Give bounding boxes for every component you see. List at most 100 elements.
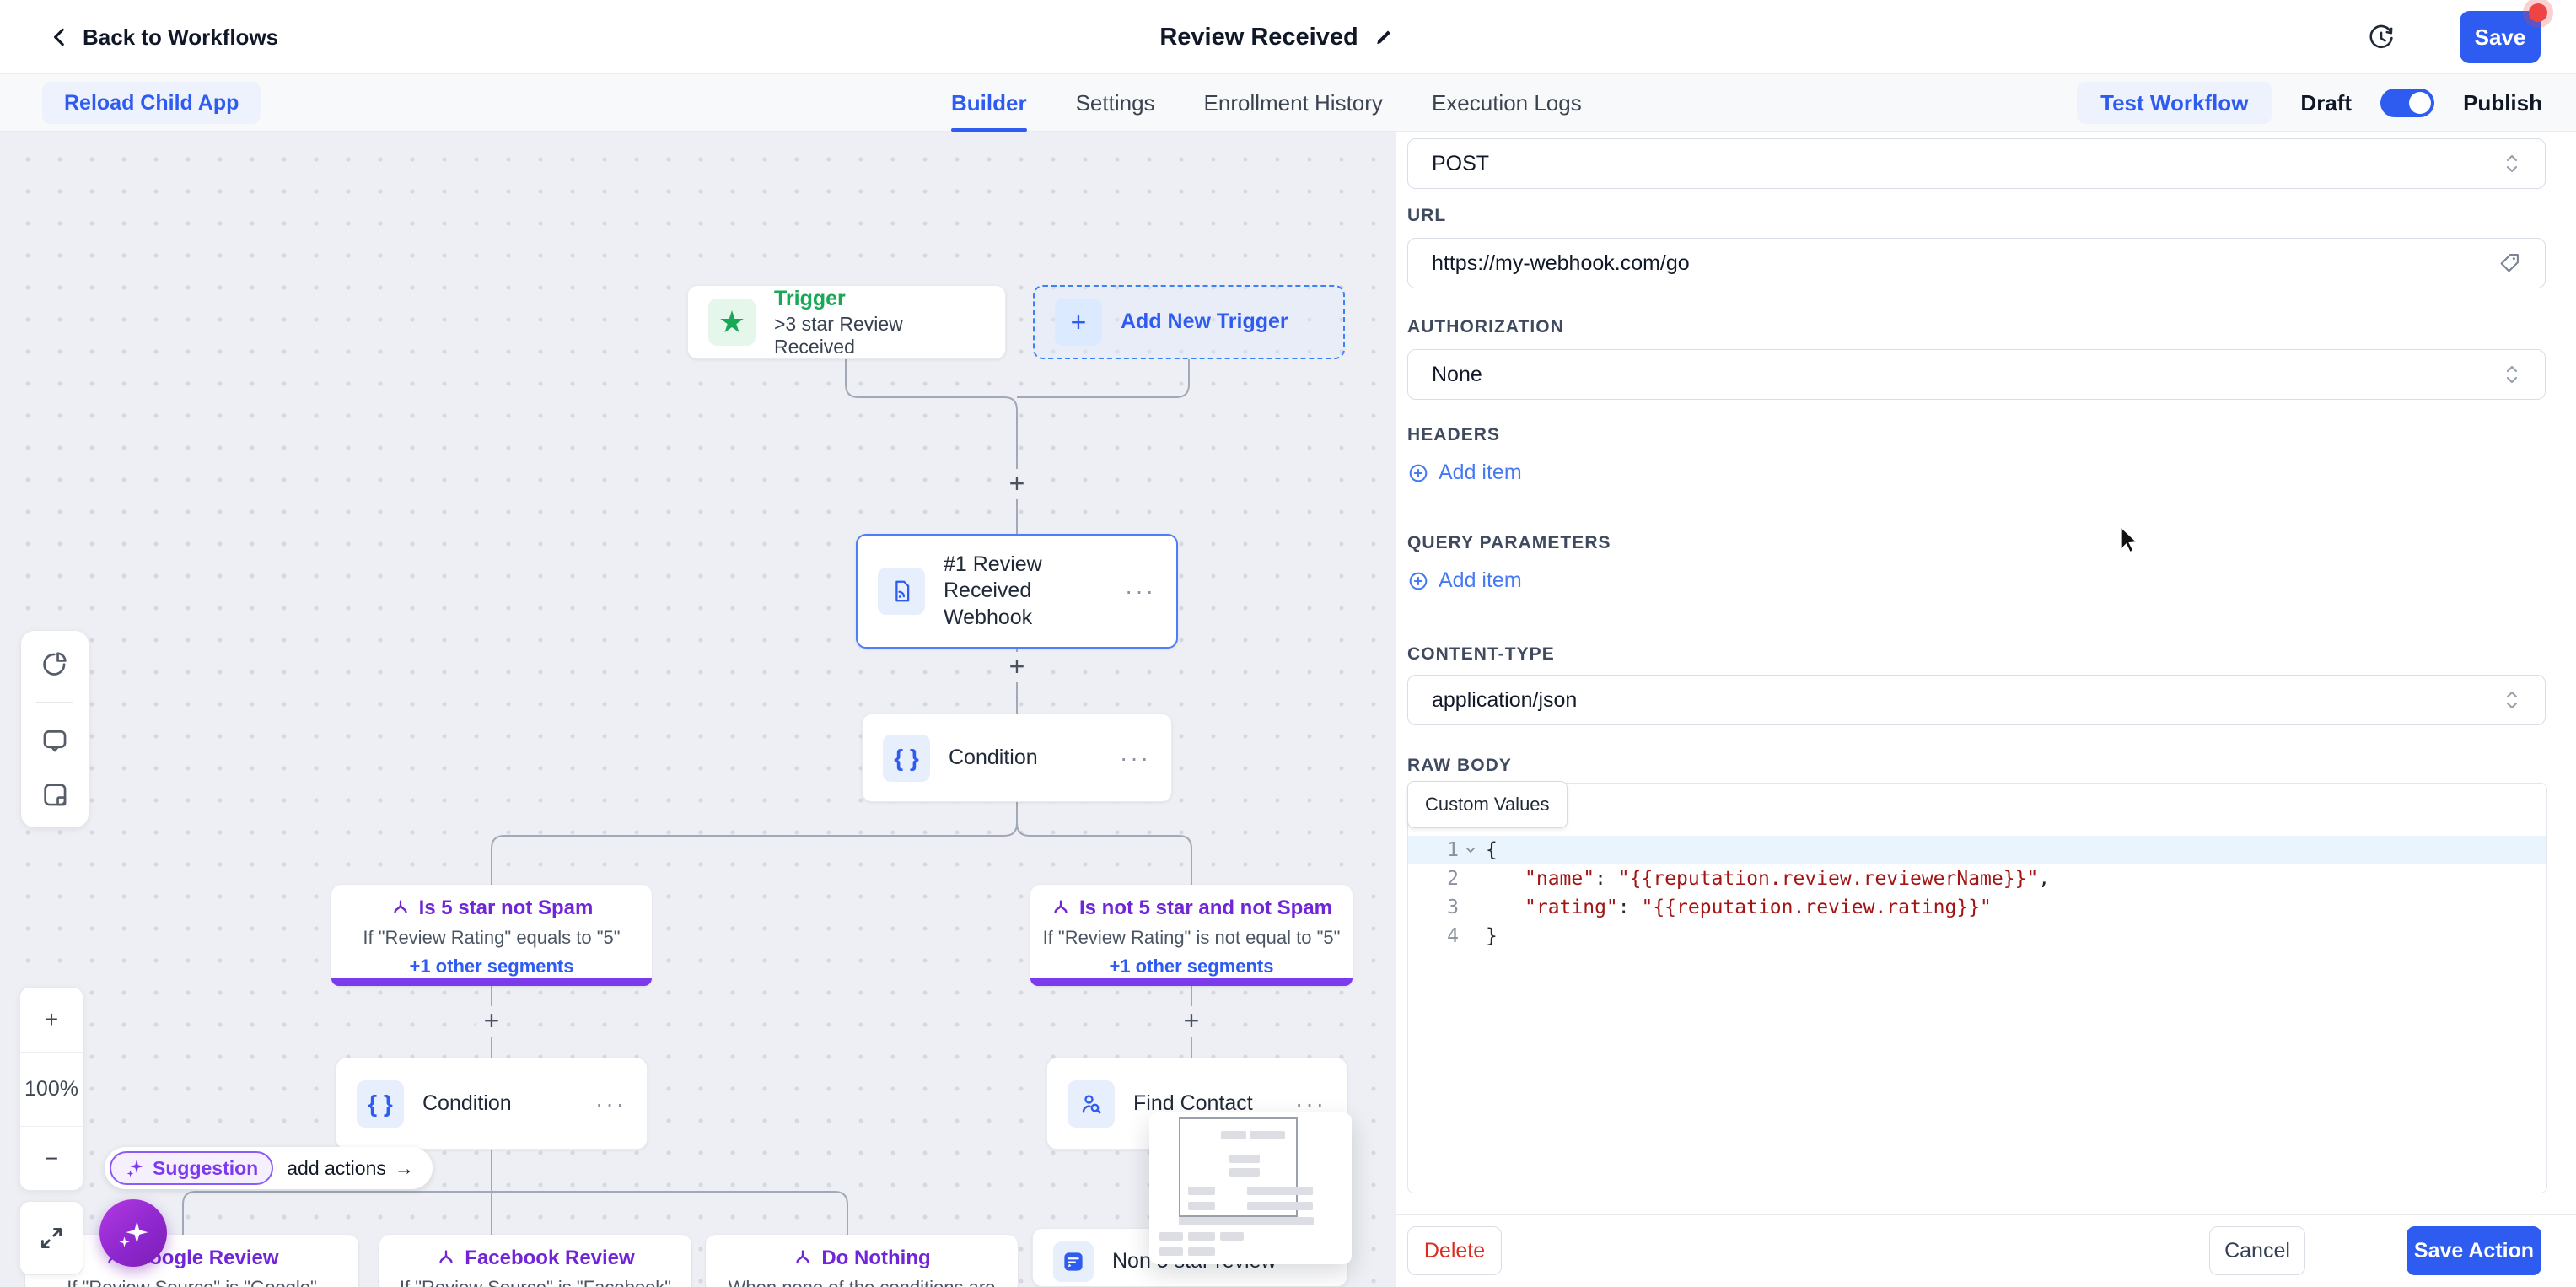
- branch-is-5-star[interactable]: Is 5 star not Spam If "Review Rating" eq…: [331, 885, 652, 986]
- node-title: #1 Review Received Webhook: [944, 552, 1042, 629]
- add-new-trigger-button[interactable]: + Add New Trigger: [1033, 285, 1345, 359]
- other-segments-link[interactable]: +1 other segments: [409, 956, 574, 977]
- query-add-item-button[interactable]: Add item: [1407, 568, 1522, 593]
- workflow-canvas[interactable]: + + + + ★ Trigger >3 star Review Receive…: [0, 132, 1396, 1287]
- tab-settings[interactable]: Settings: [1075, 89, 1155, 116]
- builder-tabs: Builder Settings Enrollment History Exec…: [951, 74, 1582, 132]
- split-icon: [390, 898, 411, 918]
- split-icon: [793, 1248, 813, 1268]
- reload-child-app-button[interactable]: Reload Child App: [42, 82, 261, 124]
- zoom-in-button[interactable]: +: [44, 1006, 59, 1032]
- node-title: Condition: [422, 1090, 512, 1115]
- select-chevrons-icon: [2503, 687, 2521, 713]
- node-menu-icon[interactable]: ···: [1120, 744, 1151, 771]
- skeleton-bar: [1188, 1247, 1215, 1256]
- select-chevrons-icon: [2503, 151, 2521, 176]
- panel-footer: Delete Cancel Save Action: [1396, 1214, 2576, 1287]
- node-title: Find Contact: [1133, 1090, 1253, 1115]
- skeleton-bar: [1229, 1168, 1260, 1177]
- star-icon: ★: [708, 299, 756, 346]
- skeleton-bar: [1247, 1202, 1313, 1210]
- unsaved-changes-badge: [2529, 3, 2547, 22]
- stats-pie-icon[interactable]: [39, 648, 71, 680]
- branch-do-nothing[interactable]: Do Nothing When none of the conditions a…: [706, 1235, 1018, 1287]
- add-step-button[interactable]: +: [1176, 1006, 1207, 1037]
- content-type-label: CONTENT-TYPE: [1407, 644, 1555, 664]
- delete-button[interactable]: Delete: [1407, 1226, 1502, 1275]
- add-step-button[interactable]: +: [1002, 469, 1032, 499]
- arrow-right-icon: →: [394, 1156, 414, 1179]
- node-menu-icon[interactable]: ···: [1295, 1090, 1326, 1117]
- save-button[interactable]: Save: [2460, 11, 2541, 63]
- branch-is-not-5-star[interactable]: Is not 5 star and not Spam If "Review Ra…: [1030, 885, 1353, 986]
- braces-icon: { }: [883, 734, 930, 782]
- fold-chevron-icon[interactable]: [1464, 843, 1486, 857]
- other-segments-link[interactable]: +1 other segments: [1109, 956, 1274, 977]
- node-title: Condition: [949, 745, 1038, 769]
- tag-icon[interactable]: [2498, 251, 2521, 275]
- skeleton-bar: [1159, 1232, 1183, 1241]
- trigger-badge: Trigger: [774, 287, 846, 311]
- fullscreen-button[interactable]: [19, 1201, 83, 1275]
- custom-values-button[interactable]: Custom Values: [1407, 781, 1568, 828]
- headers-add-item-button[interactable]: Add item: [1407, 460, 1522, 485]
- node-webhook[interactable]: #1 Review Received Webhook ···: [856, 534, 1178, 649]
- node-condition-2[interactable]: { } Condition ···: [336, 1058, 648, 1150]
- method-select[interactable]: POST: [1407, 138, 2546, 189]
- braces-icon: { }: [357, 1080, 404, 1128]
- url-label: URL: [1407, 206, 1447, 225]
- branch-facebook-review[interactable]: Facebook Review If "Review Source" is "F…: [379, 1235, 691, 1287]
- split-icon: [1051, 898, 1071, 918]
- suggestion-pill: Suggestion add actions →: [105, 1147, 433, 1189]
- tab-builder[interactable]: Builder: [951, 74, 1027, 132]
- authorization-label: AUTHORIZATION: [1407, 317, 1564, 337]
- test-workflow-button[interactable]: Test Workflow: [2077, 82, 2272, 124]
- node-condition-1[interactable]: { } Condition ···: [862, 714, 1172, 802]
- url-input[interactable]: https://my-webhook.com/go: [1407, 238, 2546, 288]
- tab-enrollment-history[interactable]: Enrollment History: [1203, 89, 1383, 116]
- node-menu-icon[interactable]: ···: [1125, 578, 1156, 604]
- cancel-button[interactable]: Cancel: [2209, 1226, 2305, 1275]
- zoom-level[interactable]: 100%: [20, 1052, 83, 1126]
- skeleton-bar: [1188, 1187, 1215, 1195]
- code-line: 3 "rating": "{{reputation.review.rating}…: [1447, 897, 1992, 918]
- builder-toolbar: Reload Child App Builder Settings Enroll…: [0, 74, 2576, 132]
- add-step-button[interactable]: +: [476, 1006, 507, 1037]
- edit-pencil-icon[interactable]: [1374, 26, 1396, 48]
- node-trigger[interactable]: ★ Trigger >3 star Review Received: [687, 285, 1006, 359]
- draft-label: Draft: [2300, 89, 2353, 116]
- content-type-select[interactable]: application/json: [1407, 675, 2546, 725]
- raw-body-label: RAW BODY: [1407, 756, 1512, 775]
- raw-body-editor[interactable]: 1 { 2 "name": "{{reputation.review.revie…: [1407, 783, 2547, 1193]
- code-line: 4 }: [1447, 925, 1498, 947]
- skeleton-bar: [1188, 1202, 1215, 1210]
- workflow-title: Review Received: [1159, 0, 1395, 74]
- node-menu-icon[interactable]: ···: [595, 1090, 627, 1117]
- publish-controls: Test Workflow Draft Publish: [2077, 74, 2542, 132]
- back-to-workflows-button[interactable]: Back to Workflows: [49, 0, 278, 74]
- ai-assistant-fab[interactable]: [99, 1199, 167, 1267]
- add-step-button[interactable]: +: [1002, 652, 1032, 682]
- headers-label: HEADERS: [1407, 425, 1501, 444]
- top-header: Back to Workflows Review Received Save: [0, 0, 2576, 74]
- tab-execution-logs[interactable]: Execution Logs: [1431, 89, 1582, 116]
- back-label: Back to Workflows: [83, 24, 279, 50]
- back-chevron-icon: [49, 24, 71, 50]
- zoom-controls: + 100% −: [19, 987, 83, 1191]
- plus-icon: +: [1055, 299, 1102, 346]
- save-action-button[interactable]: Save Action: [2407, 1226, 2541, 1275]
- add-actions-link[interactable]: add actions →: [287, 1156, 414, 1179]
- comments-icon[interactable]: [39, 724, 71, 757]
- action-settings-panel: POST URL https://my-webhook.com/go AUTHO…: [1396, 132, 2576, 1287]
- version-history-icon[interactable]: [2364, 20, 2399, 56]
- skeleton-bar: [1220, 1232, 1244, 1241]
- trigger-name: >3 star Review Received: [774, 312, 903, 358]
- authorization-select[interactable]: None: [1407, 349, 2546, 400]
- notes-icon[interactable]: [39, 778, 71, 810]
- suggestion-chip[interactable]: Suggestion: [110, 1151, 274, 1185]
- publish-toggle[interactable]: [2380, 89, 2435, 117]
- publish-label: Publish: [2463, 89, 2542, 116]
- select-chevrons-icon: [2503, 362, 2521, 387]
- zoom-out-button[interactable]: −: [20, 1126, 83, 1190]
- skeleton-bar: [1179, 1217, 1314, 1225]
